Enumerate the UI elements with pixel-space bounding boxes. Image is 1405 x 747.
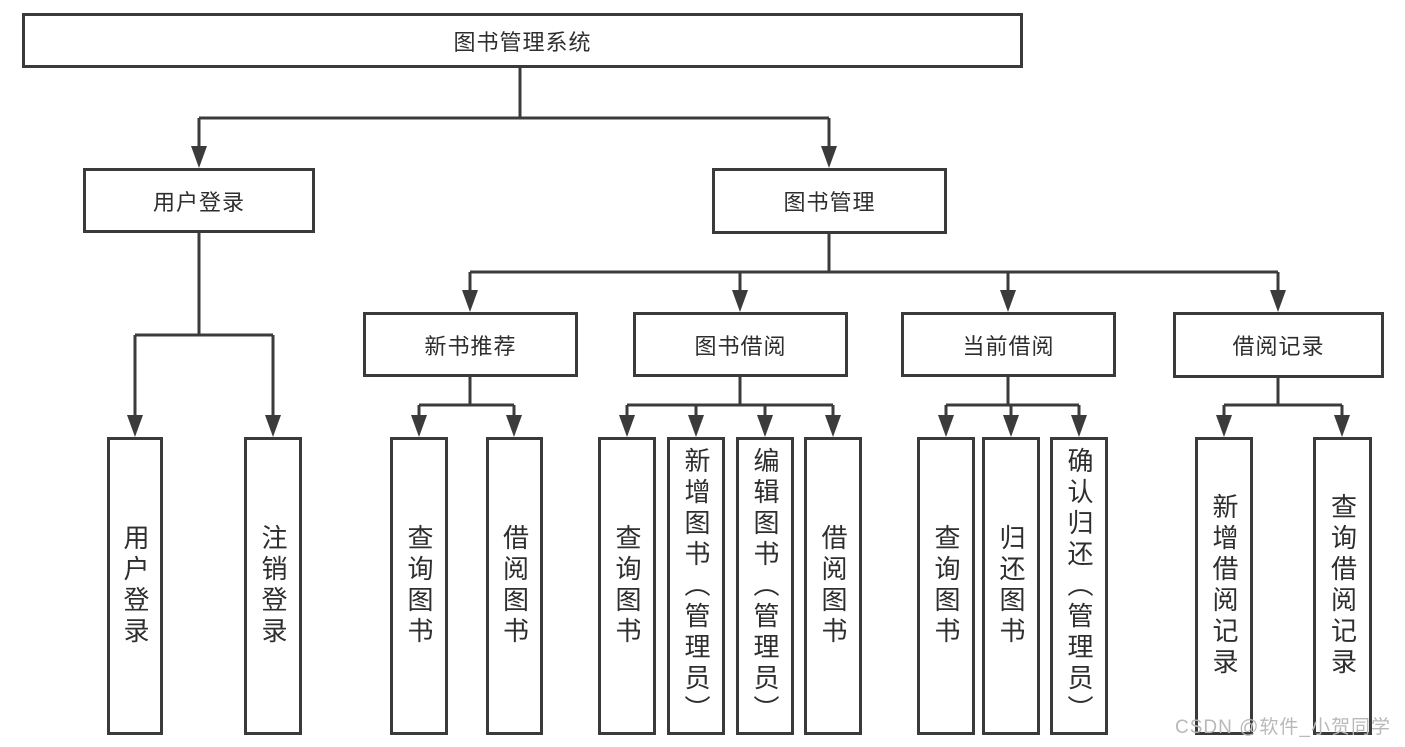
node-add-book-admin: 新增图书（管理员） (667, 437, 725, 735)
node-query-borrow-record: 查询借阅记录 (1313, 437, 1372, 735)
connector-lines (133, 68, 1344, 419)
node-query-book-under-current: 查询图书 (917, 437, 975, 735)
node-borrow-book-under-borrow: 借阅图书 (804, 437, 862, 735)
csdn-watermark: CSDN @软件_小贺同学 (1175, 717, 1391, 738)
node-query-book-under-borrow: 查询图书 (598, 437, 656, 735)
node-add-borrow-record: 新增借阅记录 (1195, 437, 1253, 735)
node-edit-book-admin: 编辑图书（管理员） (736, 437, 794, 735)
node-return-book: 归还图书 (982, 437, 1040, 735)
node-user-login: 用户登录 (83, 168, 315, 233)
node-borrow-records: 借阅记录 (1173, 312, 1384, 378)
connector-arrowheads (127, 146, 1350, 437)
node-current-borrow: 当前借阅 (901, 312, 1116, 377)
node-borrow-book-under-recommend: 借阅图书 (486, 437, 543, 735)
node-book-borrow: 图书借阅 (633, 312, 848, 377)
node-user-login-leaf: 用户登录 (107, 437, 163, 735)
node-library-management-system: 图书管理系统 (22, 13, 1023, 68)
node-book-management: 图书管理 (712, 168, 947, 234)
node-logout: 注销登录 (244, 437, 302, 735)
node-confirm-return-admin: 确认归还（管理员） (1050, 437, 1108, 735)
node-query-book-under-recommend: 查询图书 (390, 437, 448, 735)
node-new-book-recommend: 新书推荐 (363, 312, 578, 377)
